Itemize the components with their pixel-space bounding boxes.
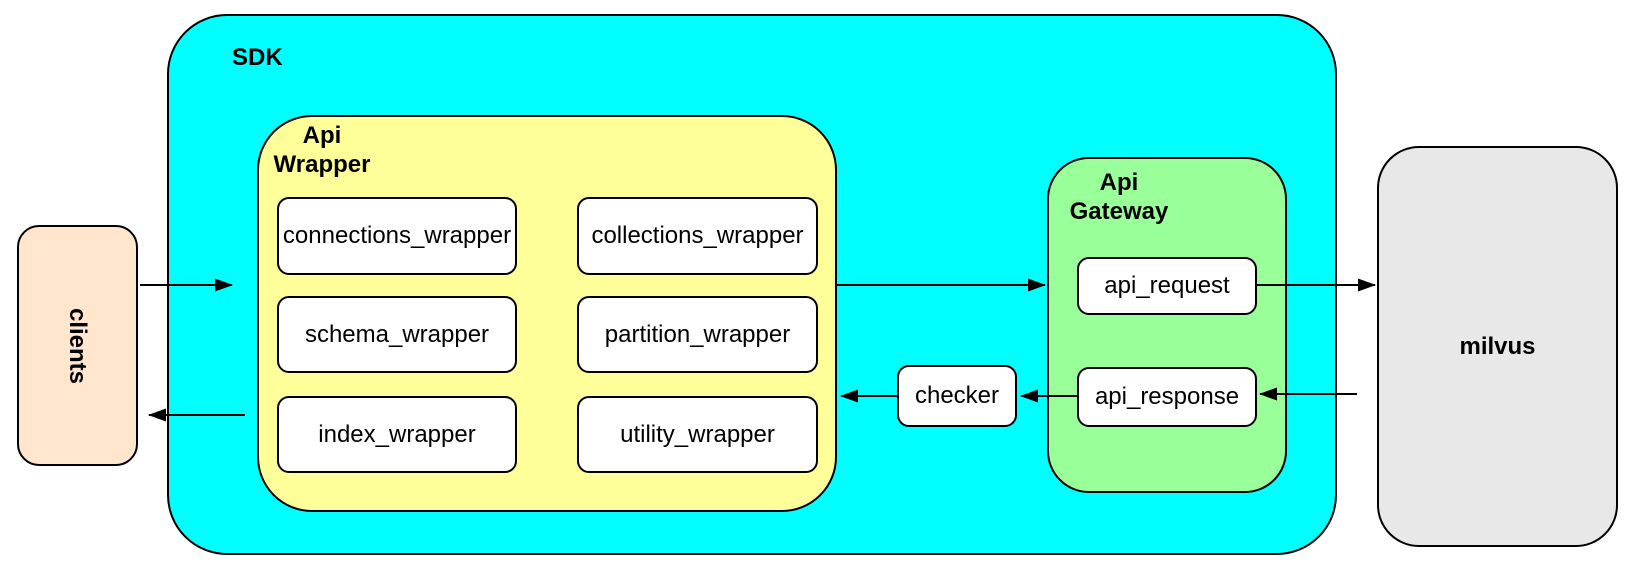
schema-wrapper-node: schema_wrapper xyxy=(277,296,517,373)
checker-node: checker xyxy=(897,365,1017,427)
milvus-label: milvus xyxy=(1459,332,1536,360)
index-wrapper-label: index_wrapper xyxy=(318,420,476,448)
sdk-label: SDK xyxy=(232,44,283,71)
api-wrapper-label: Api Wrapper xyxy=(273,122,371,178)
milvus-node: milvus xyxy=(1377,146,1618,547)
utility-wrapper-node: utility_wrapper xyxy=(577,396,818,473)
collections-wrapper-label: collections_wrapper xyxy=(591,222,804,249)
utility-wrapper-label: utility_wrapper xyxy=(620,420,775,448)
partition-wrapper-label: partition_wrapper xyxy=(604,320,791,348)
api-response-node: api_response xyxy=(1077,367,1257,427)
clients-node: clients xyxy=(17,225,138,466)
api-response-label: api_response xyxy=(1094,383,1240,410)
checker-label: checker xyxy=(914,382,1000,409)
partition-wrapper-node: partition_wrapper xyxy=(577,296,818,373)
collections-wrapper-node: collections_wrapper xyxy=(577,197,818,275)
api-gateway-container: Api Gateway xyxy=(1047,157,1287,493)
clients-label: clients xyxy=(64,307,92,384)
connections-wrapper-label: connections_wrapper xyxy=(282,222,512,249)
index-wrapper-node: index_wrapper xyxy=(277,396,517,473)
api-request-node: api_request xyxy=(1077,257,1257,315)
api-request-label: api_request xyxy=(1104,272,1230,299)
schema-wrapper-label: schema_wrapper xyxy=(304,320,490,348)
connections-wrapper-node: connections_wrapper xyxy=(277,197,517,275)
api-gateway-label: Api Gateway xyxy=(1069,169,1169,225)
